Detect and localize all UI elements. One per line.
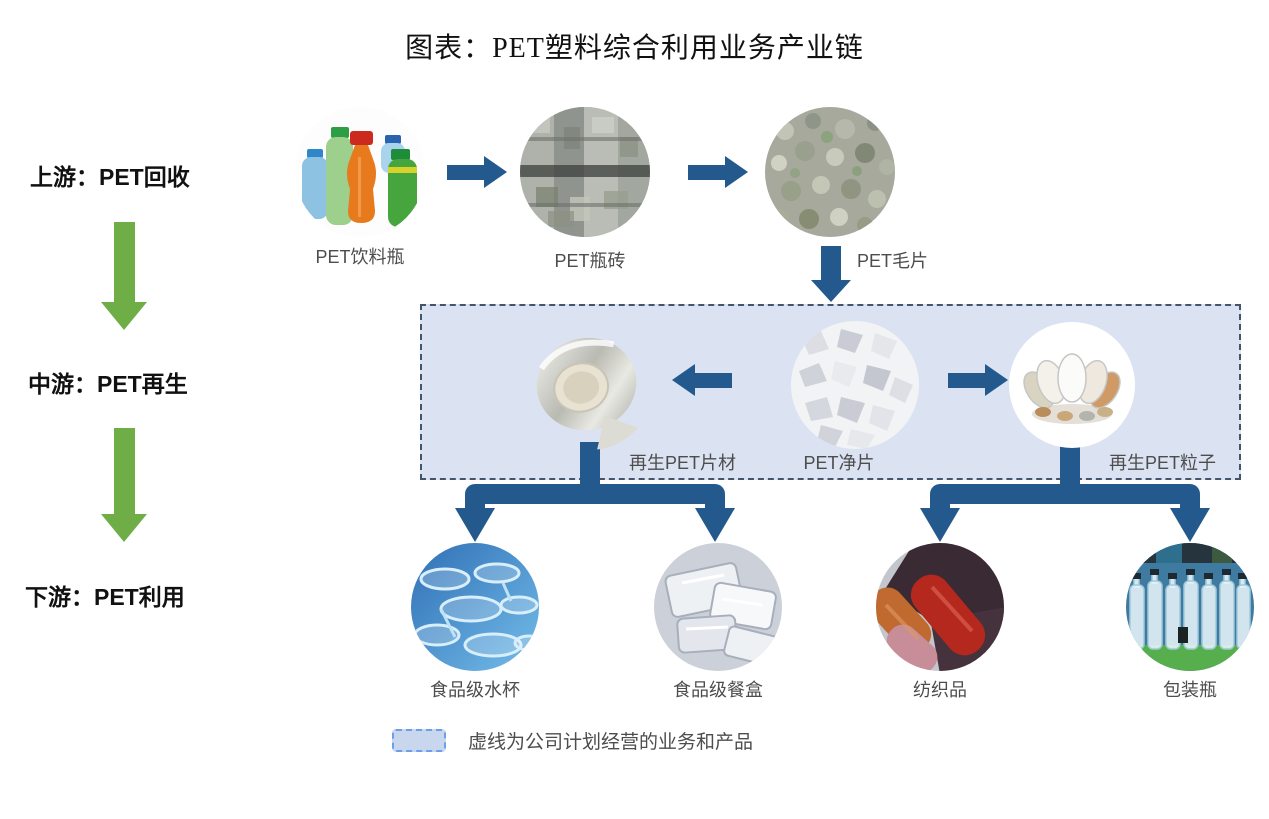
node-label: PET净片 (803, 453, 875, 473)
flow-arrow-right-icon (447, 156, 507, 188)
textiles-photo (876, 543, 1004, 671)
pet-bottle-bale-photo (520, 107, 650, 237)
food-grade-cups-photo (411, 543, 539, 671)
pet-raw-flakes-photo (765, 107, 895, 237)
node-label: 食品级餐盒 (673, 680, 763, 700)
node-label: 食品级水杯 (430, 680, 520, 700)
node-label: 再生PET片材 (628, 453, 736, 473)
stage-upstream-label: 上游：PET回收 (30, 164, 190, 190)
flow-arrow-right-icon (948, 364, 1008, 396)
recycled-pet-sheet-roll-photo (527, 324, 653, 450)
legend: 虚线为公司计划经营的业务和产品 (392, 727, 753, 754)
flow-arrow-down-icon (811, 246, 851, 302)
dashed-box-legend-swatch (392, 729, 446, 752)
pet-beverage-bottles-photo (295, 107, 425, 237)
branch-arrow-right-icon (920, 442, 1210, 542)
node-label: 纺织品 (913, 680, 967, 700)
flow-arrow-right-icon (688, 156, 748, 188)
stage-downstream-label: 下游：PET利用 (25, 584, 185, 610)
stage-arrow-down-icon (100, 428, 148, 542)
packaging-bottles-photo (1126, 543, 1254, 671)
stage-midstream-label: 中游：PET再生 (28, 371, 188, 397)
flow-arrow-left-icon (672, 364, 732, 396)
food-grade-containers-photo (654, 543, 782, 671)
legend-text: 虚线为公司计划经营的业务和产品 (468, 732, 754, 753)
node-label: 包装瓶 (1163, 680, 1217, 700)
node-label: PET瓶砖 (554, 251, 626, 271)
node-label: PET饮料瓶 (315, 247, 405, 267)
diagram-title: 图表：PET塑料综合利用业务产业链 (405, 33, 864, 64)
pet-clean-flakes-photo (791, 321, 919, 449)
branch-arrow-left-icon (455, 442, 735, 542)
node-label: PET毛片 (857, 251, 929, 271)
recycled-pet-pellets-photo (1009, 322, 1135, 448)
stage-arrow-down-icon (100, 222, 148, 330)
node-label: 再生PET粒子 (1108, 453, 1216, 473)
